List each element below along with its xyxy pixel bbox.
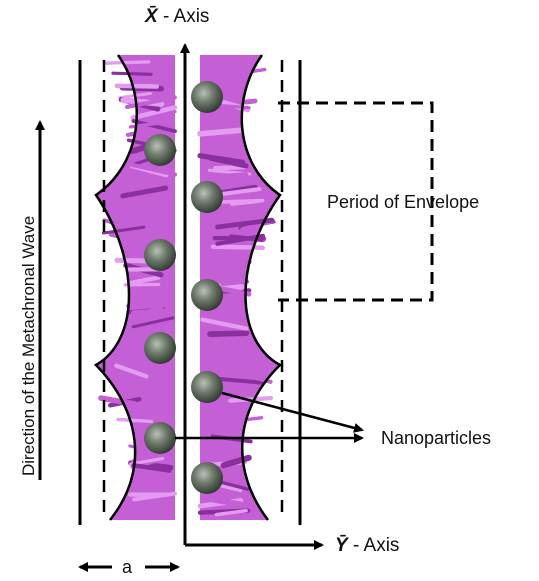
nanoparticles-label: Nanoparticles [381,428,491,448]
cilium-stroke [210,333,246,334]
nanoparticle [191,279,223,311]
width-label: a [122,557,133,577]
nanoparticle [144,239,176,271]
nanoparticle [191,181,223,213]
wave-direction-label: Direction of the Metachronal Wave [19,216,38,476]
nanoparticle [191,81,223,113]
cilium-stroke [219,260,250,262]
cilia-texture [101,62,274,515]
nanoparticle [144,332,176,364]
nanoparticle [144,134,176,166]
cilium-stroke [200,130,241,134]
cilium-stroke [232,201,259,204]
cilium-stroke [117,86,157,87]
cilium-stroke [134,311,163,313]
cilium-stroke [213,247,263,248]
x-axis-label: X̄ - Axis [144,6,209,27]
cilium-stroke [106,62,149,63]
cilium-stroke [118,420,151,422]
y-axis-label: Ȳ - Axis [335,535,399,556]
cilium-stroke [113,73,151,74]
nanoparticle [191,371,223,403]
nanoparticle [144,422,176,454]
nanoparticle [191,462,223,494]
cilium-stroke [213,174,246,177]
envelope-right [242,55,280,520]
period-label: Period of Envelope [327,192,479,212]
